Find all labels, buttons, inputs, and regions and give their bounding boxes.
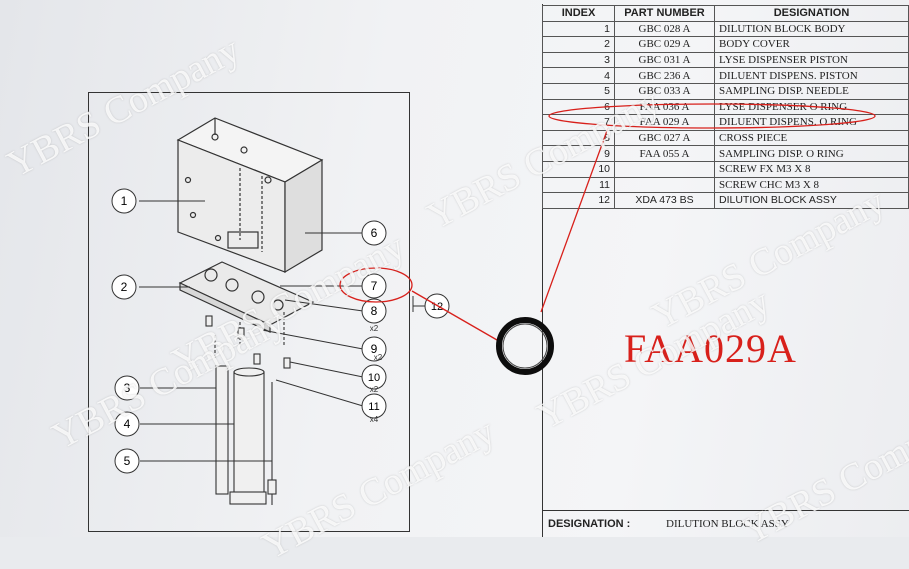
- qty-9: x2: [374, 353, 383, 362]
- part-number-callout: FAA029A: [624, 326, 797, 371]
- pistons-and-needle: [205, 312, 291, 505]
- footer-label: DESIGNATION :: [548, 518, 631, 530]
- svg-text:9: 9: [371, 342, 378, 356]
- svg-text:8: 8: [371, 304, 378, 318]
- drawing-frame: [88, 92, 410, 532]
- svg-text:7: 7: [371, 279, 378, 293]
- qty-8: x2: [370, 324, 379, 333]
- leader-lines: [139, 200, 425, 462]
- highlight-ellipse-diagram: [339, 267, 413, 303]
- svg-text:1: 1: [121, 194, 128, 208]
- table-header-row: INDEX PART NUMBER DESIGNATION: [542, 5, 909, 22]
- row-designation: DILUTION BLOCK ASSY: [714, 192, 909, 209]
- balloon-5: 5: [114, 448, 140, 474]
- red-annotations: [339, 103, 876, 341]
- balloon-3: 3: [114, 375, 140, 401]
- arrow-line-left: [411, 290, 498, 341]
- svg-text:5: 5: [124, 454, 131, 468]
- svg-text:10: 10: [368, 372, 380, 384]
- balloon-10: 10: [361, 364, 387, 390]
- dilution-block-body: [176, 117, 324, 274]
- qty-11: x4: [370, 415, 379, 424]
- qty-10: x2: [370, 385, 379, 394]
- balloon-8: 8: [361, 298, 387, 324]
- o-ring-icon: [496, 317, 554, 375]
- body-cover: [178, 261, 315, 333]
- balloon-6: 6: [361, 220, 387, 246]
- row-part-number: XDA 473 BS: [614, 192, 715, 209]
- balloon-1: 1: [111, 188, 137, 214]
- designation-footer: DESIGNATION : DILUTION BLOCK ASSY: [542, 510, 909, 537]
- footer-value: DILUTION BLOCK ASSY: [666, 518, 789, 530]
- quantity-labels: x2 x2 x2 x4: [370, 324, 383, 424]
- svg-text:4: 4: [124, 417, 131, 431]
- svg-text:3: 3: [124, 381, 131, 395]
- svg-text:11: 11: [368, 401, 379, 413]
- svg-text:6: 6: [371, 226, 378, 240]
- arrow-line-up: [540, 127, 609, 313]
- parts-frame: [542, 4, 909, 537]
- balloon-9: 9: [361, 336, 387, 362]
- exploded-view-drawing: 1 2 3 4 5 6 7 8 9 10 11 12 x2 x2 x2 x4: [111, 103, 876, 505]
- balloon-11: 11: [361, 393, 387, 419]
- balloon-7: 7: [361, 273, 387, 299]
- svg-text:2: 2: [121, 280, 128, 294]
- balloon-2: 2: [111, 274, 137, 300]
- highlight-ellipse-table: [548, 103, 876, 129]
- balloon-4: 4: [114, 411, 140, 437]
